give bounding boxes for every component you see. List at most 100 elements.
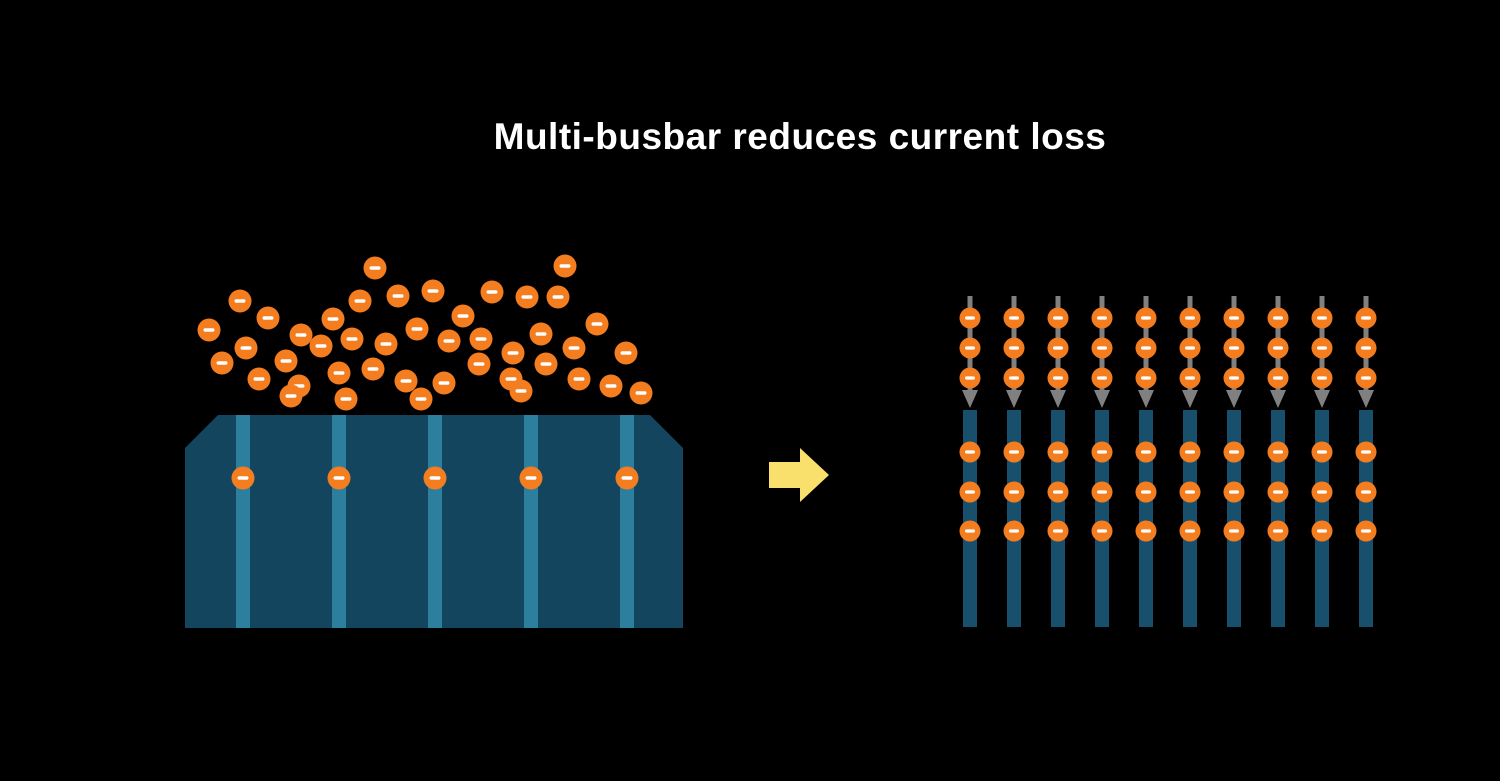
electron-icon bbox=[1179, 481, 1201, 503]
electron-icon bbox=[228, 289, 252, 313]
electron-icon bbox=[1223, 441, 1245, 463]
electron-icon bbox=[1091, 481, 1113, 503]
electron-icon bbox=[256, 306, 280, 330]
multi-busbar-group bbox=[959, 296, 1377, 627]
electron-icon bbox=[1355, 441, 1377, 463]
electron-icon bbox=[534, 352, 558, 376]
electron-icon bbox=[515, 285, 539, 309]
diagram-title: Multi-busbar reduces current loss bbox=[493, 116, 1107, 157]
electron-icon bbox=[585, 312, 609, 336]
electron-icon bbox=[1267, 307, 1289, 329]
electron-icon bbox=[553, 254, 577, 278]
electron-icon bbox=[1003, 520, 1025, 542]
electron-icon bbox=[467, 352, 491, 376]
electron-icon bbox=[321, 307, 345, 331]
electron-icon bbox=[334, 387, 358, 411]
electron-icon bbox=[1355, 367, 1377, 389]
electron-icon bbox=[562, 336, 586, 360]
electron-icon bbox=[1179, 307, 1201, 329]
electron-icon bbox=[1135, 441, 1157, 463]
electron-icon bbox=[361, 357, 385, 381]
electron-icon bbox=[247, 367, 271, 391]
electron-icon bbox=[1091, 307, 1113, 329]
electron-icon bbox=[1091, 520, 1113, 542]
electron-icon bbox=[1311, 307, 1333, 329]
electron-icon bbox=[231, 466, 255, 490]
electron-icon bbox=[529, 322, 553, 346]
electron-icon bbox=[374, 332, 398, 356]
electron-icon bbox=[1179, 367, 1201, 389]
electron-icon bbox=[1223, 337, 1245, 359]
electron-icon bbox=[309, 334, 333, 358]
scattered-electrons-group bbox=[197, 254, 653, 411]
electron-icon bbox=[1267, 337, 1289, 359]
electron-icon bbox=[1179, 337, 1201, 359]
electron-icon bbox=[1179, 441, 1201, 463]
electron-icon bbox=[567, 367, 591, 391]
electron-icon bbox=[1223, 481, 1245, 503]
electron-icon bbox=[1135, 520, 1157, 542]
electron-icon bbox=[959, 441, 981, 463]
electron-icon bbox=[274, 349, 298, 373]
electron-icon bbox=[519, 466, 543, 490]
electron-icon bbox=[1311, 337, 1333, 359]
busbar bbox=[1359, 410, 1373, 627]
electron-icon bbox=[432, 371, 456, 395]
busbar bbox=[1227, 410, 1241, 627]
electron-icon bbox=[469, 327, 493, 351]
busbar bbox=[428, 415, 442, 628]
electron-icon bbox=[327, 466, 351, 490]
electron-icon bbox=[1267, 520, 1289, 542]
electron-icon bbox=[234, 336, 258, 360]
electron-icon bbox=[1311, 367, 1333, 389]
electron-icon bbox=[1003, 441, 1025, 463]
electron-icon bbox=[386, 284, 410, 308]
busbar bbox=[1095, 410, 1109, 627]
electron-icon bbox=[959, 520, 981, 542]
electron-icon bbox=[1135, 367, 1157, 389]
electron-icon bbox=[327, 361, 351, 385]
electron-icon bbox=[1355, 481, 1377, 503]
electron-icon bbox=[409, 387, 433, 411]
busbar bbox=[236, 415, 250, 628]
electron-icon bbox=[1223, 520, 1245, 542]
transition-arrow-icon bbox=[769, 448, 829, 502]
electron-icon bbox=[289, 323, 313, 347]
busbar bbox=[1315, 410, 1329, 627]
busbar bbox=[1183, 410, 1197, 627]
electron-icon bbox=[279, 384, 303, 408]
electron-icon bbox=[615, 466, 639, 490]
electron-icon bbox=[363, 256, 387, 280]
electron-icon bbox=[1047, 367, 1069, 389]
electron-icon bbox=[509, 379, 533, 403]
left-busbar-electrons-group bbox=[231, 466, 639, 490]
electron-icon bbox=[1047, 520, 1069, 542]
electron-icon bbox=[1179, 520, 1201, 542]
electron-icon bbox=[1355, 337, 1377, 359]
electron-icon bbox=[1135, 307, 1157, 329]
electron-icon bbox=[1311, 441, 1333, 463]
electron-icon bbox=[340, 327, 364, 351]
electron-icon bbox=[437, 329, 461, 353]
busbar bbox=[332, 415, 346, 628]
electron-icon bbox=[348, 289, 372, 313]
electron-icon bbox=[629, 381, 653, 405]
electron-icon bbox=[405, 317, 429, 341]
electron-icon bbox=[210, 351, 234, 375]
busbar bbox=[963, 410, 977, 627]
electron-icon bbox=[1223, 307, 1245, 329]
electron-icon bbox=[614, 341, 638, 365]
electron-icon bbox=[1311, 481, 1333, 503]
busbar bbox=[620, 415, 634, 628]
electron-icon bbox=[1091, 337, 1113, 359]
electron-icon bbox=[1135, 337, 1157, 359]
electron-icon bbox=[1047, 307, 1069, 329]
electron-icon bbox=[1267, 367, 1289, 389]
busbar bbox=[1051, 410, 1065, 627]
electron-icon bbox=[1223, 367, 1245, 389]
electron-icon bbox=[959, 481, 981, 503]
electron-icon bbox=[423, 466, 447, 490]
electron-icon bbox=[599, 374, 623, 398]
